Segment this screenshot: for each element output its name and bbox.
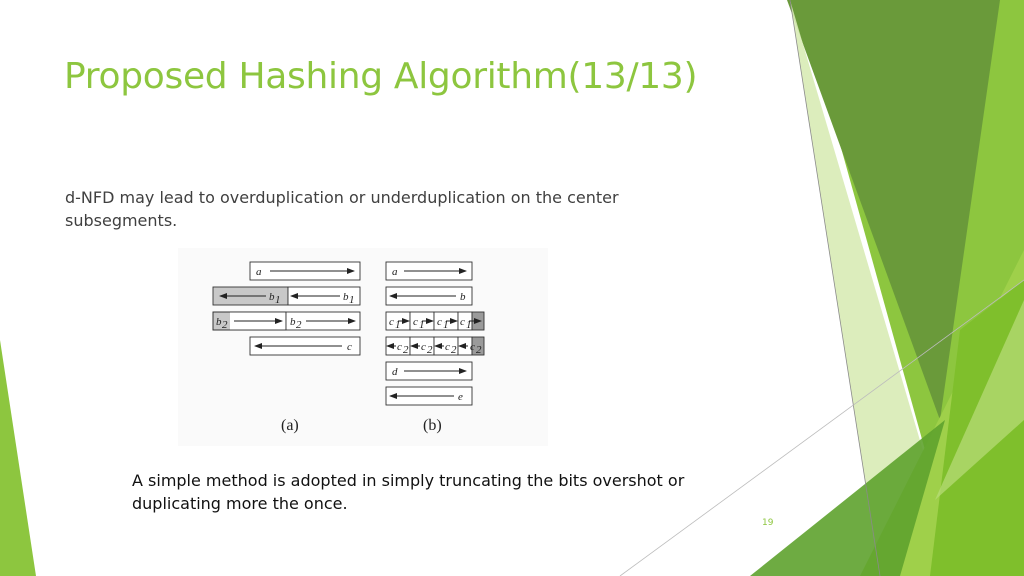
label-c2-3-sub: 2 (451, 344, 457, 356)
label-c2-2-sub: 2 (427, 344, 433, 356)
label-b-b: b (460, 291, 466, 303)
label-b-a: a (392, 266, 398, 278)
label-b2-left: b (216, 316, 222, 328)
label-c2-3: c (445, 341, 450, 353)
label-d: d (392, 366, 398, 378)
panel-a: a b 1 b 1 b 2 b 2 c (a) (212, 261, 361, 434)
label-b1-right-sub: 1 (349, 294, 355, 306)
label-c2-1: c (397, 341, 402, 353)
label-b2-left-sub: 2 (222, 319, 228, 331)
row-c1: c 1 c 1 c 1 c 1 (385, 311, 485, 331)
page-number: 19 (762, 518, 774, 528)
label-c2-4-sub: 2 (476, 344, 482, 356)
label-b1-left-sub: 1 (275, 294, 281, 306)
row-c2: c 2 c 2 c 2 c 2 (385, 336, 485, 356)
label-b1-left: b (269, 291, 275, 303)
label-c2-1-sub: 2 (403, 344, 409, 356)
panel-b: a b c 1 c 1 c 1 c (385, 261, 485, 434)
label-b2-right: b (290, 316, 296, 328)
slide-title: Proposed Hashing Algorithm(13/13) (64, 56, 698, 97)
label-a: a (256, 266, 262, 278)
label-e: e (458, 391, 463, 403)
label-c1-2-sub: 1 (419, 319, 425, 331)
label-c1-4-sub: 1 (466, 319, 472, 331)
label-c1-3-sub: 1 (443, 319, 449, 331)
label-c1-2: c (413, 316, 418, 328)
label-c: c (347, 341, 352, 353)
label-b1-right: b (343, 291, 349, 303)
duplication-figure: a b 1 b 1 b 2 b 2 c (a) (178, 248, 548, 446)
label-c1-3: c (437, 316, 442, 328)
label-c2-4: c (470, 341, 475, 353)
body-text: d-NFD may lead to overduplication or und… (65, 188, 619, 230)
label-b2-right-sub: 2 (296, 319, 302, 331)
caption-b: (b) (423, 417, 442, 434)
label-c1-4: c (460, 316, 465, 328)
label-c1-1: c (389, 316, 394, 328)
label-c1-1-sub: 1 (395, 319, 401, 331)
method-note: A simple method is adopted in simply tru… (132, 471, 685, 513)
label-c2-2: c (421, 341, 426, 353)
caption-a: (a) (281, 417, 299, 434)
